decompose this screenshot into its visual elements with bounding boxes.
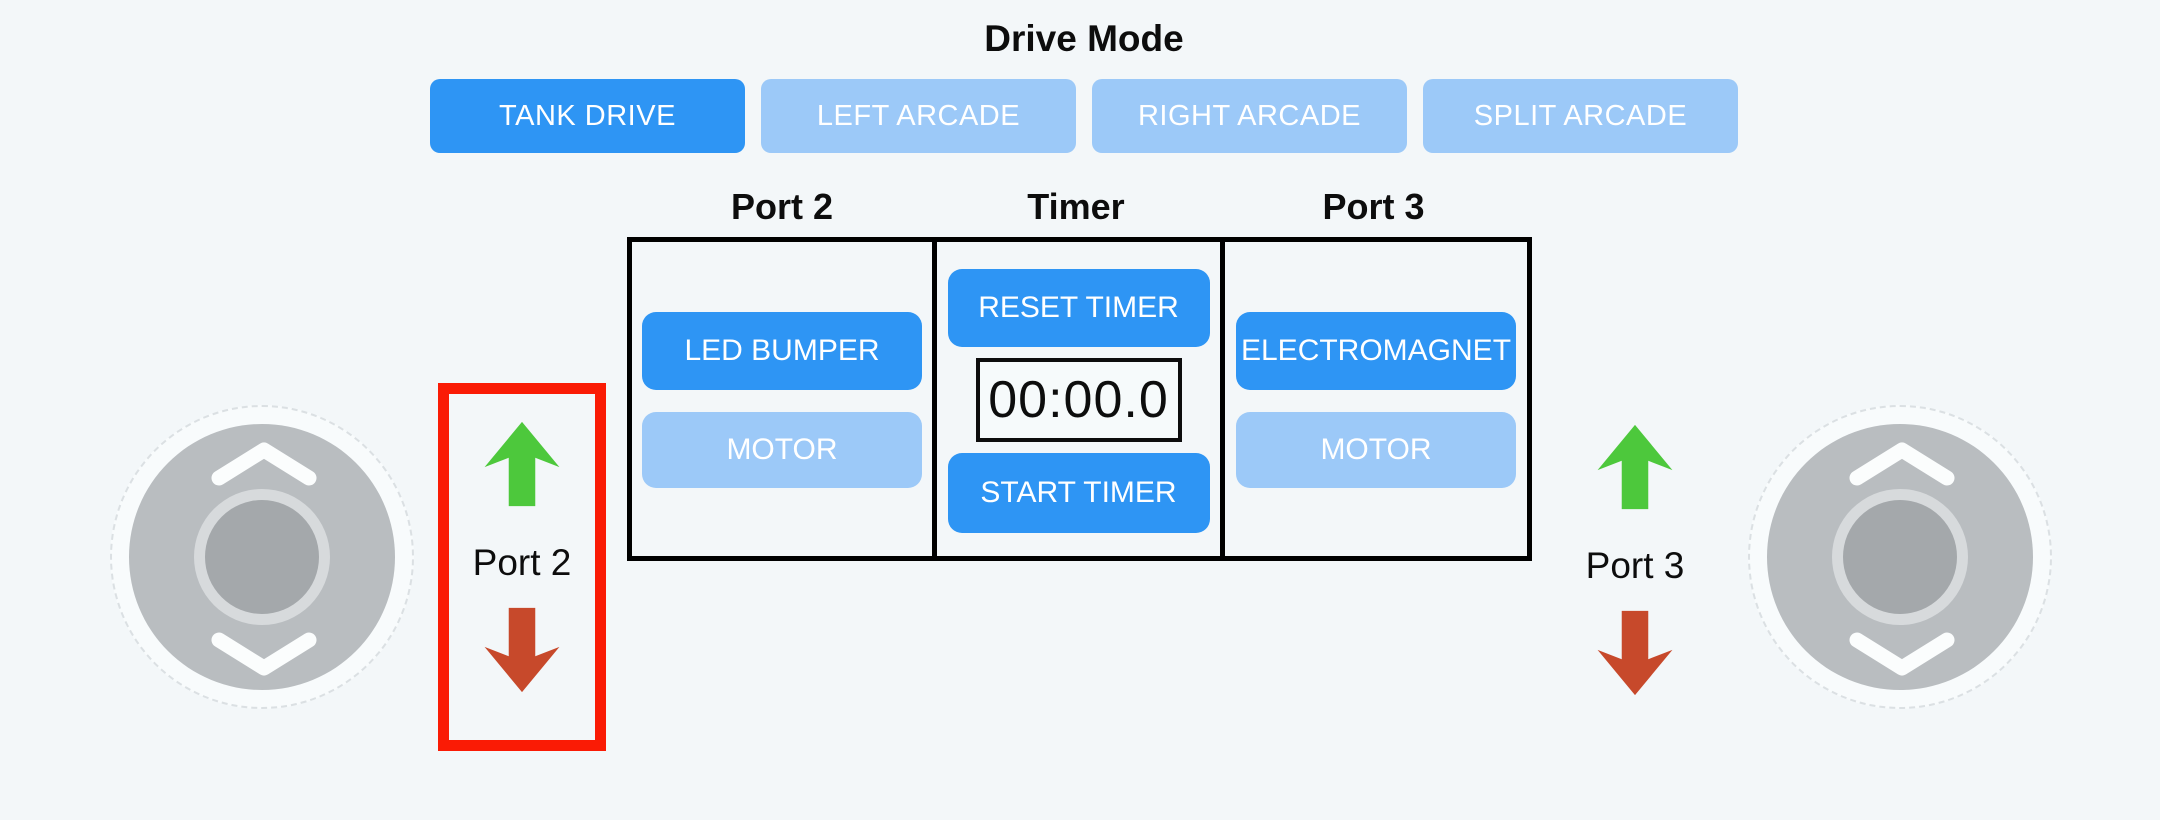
drive-mode-title: Drive Mode — [984, 18, 1184, 59]
right-arcade-button[interactable]: RIGHT ARCADE — [1092, 79, 1407, 153]
port3-direction-indicator[interactable]: Port 3 — [1552, 394, 1718, 740]
port2-motor-button[interactable]: MOTOR — [642, 412, 922, 488]
tank-drive-button[interactable]: TANK DRIVE — [430, 79, 745, 153]
port3-indicator-label: Port 3 — [1585, 545, 1685, 586]
start-timer-button[interactable]: START TIMER — [947, 453, 1210, 533]
right-joystick[interactable] — [1748, 405, 2052, 709]
port3-down-arrow-icon — [1597, 610, 1673, 696]
timer-column-header: Timer — [1027, 186, 1125, 227]
led-bumper-button[interactable]: LED BUMPER — [642, 312, 922, 390]
left-joystick-knob[interactable] — [205, 500, 319, 614]
electromagnet-button[interactable]: ELECTROMAGNET — [1236, 312, 1516, 390]
timer-display: 00:00.0 — [975, 358, 1182, 442]
chevron-down-icon — [211, 632, 317, 676]
port3-motor-button[interactable]: MOTOR — [1236, 412, 1516, 488]
chevron-up-icon — [1849, 442, 1955, 486]
port2-up-arrow-icon — [484, 421, 560, 507]
port2-cell: LED BUMPER MOTOR — [632, 242, 932, 556]
right-joystick-knob[interactable] — [1843, 500, 1957, 614]
reset-timer-button[interactable]: RESET TIMER — [947, 269, 1210, 347]
left-joystick[interactable] — [110, 405, 414, 709]
port3-up-arrow-icon — [1597, 424, 1673, 510]
split-arcade-button[interactable]: SPLIT ARCADE — [1423, 79, 1738, 153]
port2-column-header: Port 2 — [730, 186, 834, 227]
left-arcade-button[interactable]: LEFT ARCADE — [761, 79, 1076, 153]
port3-column-header: Port 3 — [1322, 186, 1425, 227]
port2-indicator-label: Port 2 — [472, 542, 572, 583]
chevron-up-icon — [211, 442, 317, 486]
chevron-down-icon — [1849, 632, 1955, 676]
timer-value: 00:00.0 — [988, 371, 1169, 429]
port2-down-arrow-icon — [484, 607, 560, 693]
timer-cell: RESET TIMER 00:00.0 START TIMER — [932, 242, 1220, 556]
port3-cell: ELECTROMAGNET MOTOR — [1220, 242, 1527, 556]
control-panel-table: LED BUMPER MOTOR RESET TIMER 00:00.0 STA… — [627, 237, 1532, 561]
port2-direction-indicator[interactable]: Port 2 — [438, 383, 606, 751]
drive-mode-button-row: TANK DRIVE LEFT ARCADE RIGHT ARCADE SPLI… — [430, 79, 1738, 153]
